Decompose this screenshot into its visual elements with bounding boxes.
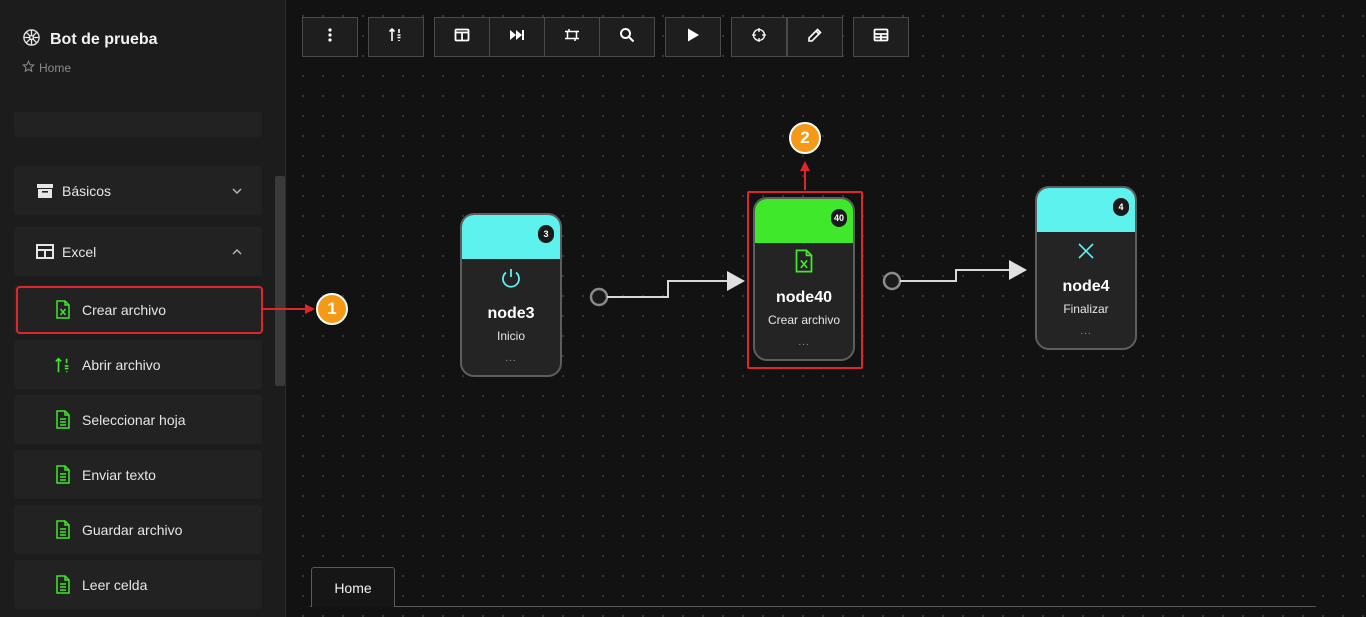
node-subtitle: Finalizar — [1063, 302, 1109, 316]
sidebar-menu: Básicos Excel Crear archivo — [14, 112, 264, 617]
document-icon — [54, 410, 72, 429]
node-badge: 3 — [538, 225, 554, 243]
flow-node-node3[interactable]: 3 node3 Inicio ... — [460, 213, 562, 377]
edge-node3-node40 — [589, 271, 745, 307]
node-title: node4 — [1062, 278, 1110, 295]
close-icon — [1073, 238, 1099, 264]
sidebar-item-leer-celda[interactable]: Leer celda — [14, 560, 262, 609]
document-icon — [54, 575, 72, 594]
node-subtitle: Crear archivo — [767, 313, 841, 327]
bot-logo-icon — [22, 28, 41, 52]
power-icon — [498, 265, 524, 291]
sidebar: Bot de prueba Home Básicos — [0, 0, 286, 617]
tab-bar-divider — [310, 606, 1316, 607]
sort-arrows-icon — [388, 27, 404, 48]
edge-node40-node4 — [882, 260, 1027, 291]
more-vertical-icon — [322, 27, 338, 48]
play-icon — [685, 27, 701, 48]
sidebar-item-crear-archivo[interactable]: Crear archivo — [14, 285, 262, 334]
sidebar-item-guardar-archivo[interactable]: Guardar archivo — [14, 505, 262, 554]
callout-badge-2: 2 — [789, 122, 821, 154]
callout-arrow-2 — [800, 161, 810, 190]
document-icon — [54, 520, 72, 539]
sidebar-item-label: Enviar texto — [82, 466, 156, 483]
sidebar-item-label: Leer celda — [82, 576, 148, 593]
chevron-down-icon[interactable] — [230, 184, 244, 198]
eyedropper-icon — [807, 27, 823, 48]
archive-box-icon — [36, 182, 54, 200]
sidebar-scrollbar[interactable] — [275, 176, 285, 386]
chevron-up-icon[interactable] — [230, 245, 244, 259]
table-icon — [36, 243, 54, 261]
star-icon[interactable] — [22, 60, 35, 76]
app-title: Bot de prueba — [50, 31, 158, 48]
sidebar-group-basicos[interactable]: Básicos — [14, 166, 262, 215]
sidebar-item-label: Crear archivo — [82, 301, 167, 318]
frame-icon — [564, 27, 580, 48]
node-title: node3 — [487, 305, 535, 322]
panel-icon — [454, 27, 470, 48]
breadcrumb[interactable]: Home — [22, 60, 71, 76]
table-button[interactable] — [853, 17, 909, 57]
sort-arrows-icon — [54, 356, 72, 374]
search-button[interactable] — [599, 17, 655, 57]
node-more[interactable]: ... — [798, 337, 810, 348]
node-more[interactable]: ... — [505, 353, 517, 364]
sidebar-group-label: Excel — [62, 243, 97, 260]
sidebar-item-label: Seleccionar hoja — [82, 411, 186, 428]
excel-file-icon — [791, 248, 817, 274]
document-icon — [54, 465, 72, 484]
tab-home[interactable]: Home — [311, 567, 395, 607]
node-more[interactable]: ... — [1080, 326, 1092, 337]
sidebar-item-abrir-archivo[interactable]: Abrir archivo — [14, 340, 262, 389]
picker-button[interactable] — [787, 17, 843, 57]
run-button[interactable] — [665, 17, 721, 57]
node-title: node40 — [775, 289, 832, 306]
callout-arrow-1 — [263, 304, 315, 314]
excel-file-icon — [54, 300, 72, 319]
flow-node-node4[interactable]: 4 node4 Finalizar ... — [1035, 186, 1137, 350]
node-subtitle: Inicio — [496, 329, 525, 343]
table-icon — [873, 27, 889, 48]
callout-badge-1: 1 — [316, 293, 348, 325]
sidebar-item-label: Abrir archivo — [82, 356, 161, 373]
highlight-box-2 — [747, 191, 863, 369]
skip-forward-icon — [509, 27, 525, 48]
node-badge: 4 — [1113, 198, 1129, 216]
sidebar-group-label: Básicos — [62, 182, 112, 199]
node-badge: 40 — [830, 209, 847, 227]
crosshair-icon — [751, 27, 767, 48]
sort-button[interactable] — [368, 17, 424, 57]
skip-forward-button[interactable] — [489, 17, 545, 57]
highlight-box-1 — [16, 286, 263, 334]
sidebar-item-seleccionar-hoja[interactable]: Seleccionar hoja — [14, 395, 262, 444]
sidebar-item-partial[interactable] — [14, 112, 262, 137]
brand: Bot de prueba — [22, 28, 158, 52]
sidebar-item-enviar-texto[interactable]: Enviar texto — [14, 450, 262, 499]
panel-button[interactable] — [434, 17, 490, 57]
sidebar-item-label: Guardar archivo — [82, 521, 183, 538]
more-options-button[interactable] — [302, 17, 358, 57]
sidebar-group-excel[interactable]: Excel — [14, 227, 262, 276]
breadcrumb-label: Home — [39, 61, 72, 75]
target-button[interactable] — [731, 17, 787, 57]
flow-node-node40[interactable]: 40 node40 Crear archivo ... — [753, 197, 855, 361]
search-icon — [619, 27, 635, 48]
